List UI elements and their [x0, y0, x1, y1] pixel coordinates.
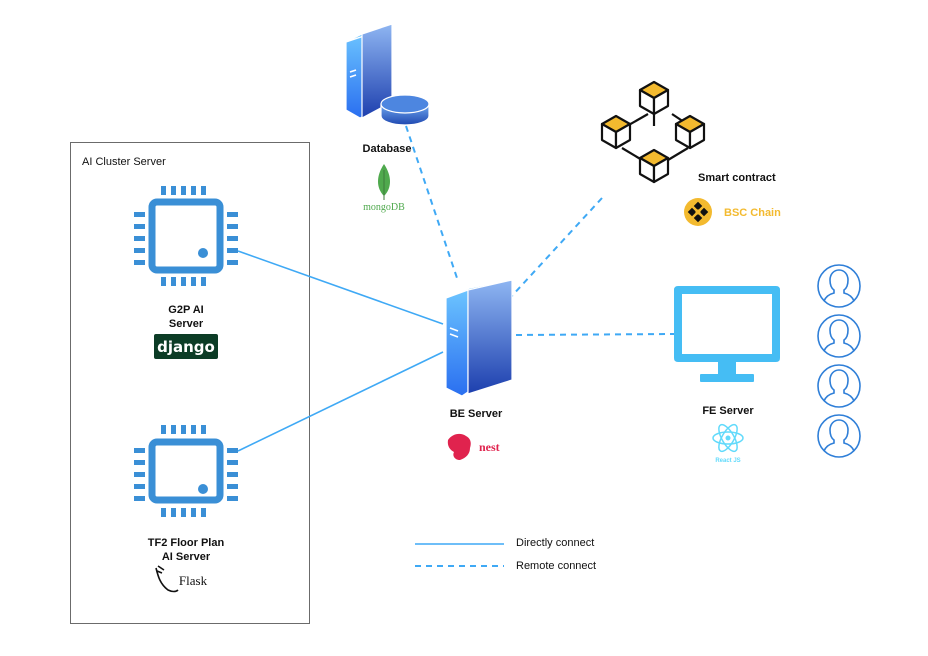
connection-tf2-be [237, 351, 444, 452]
monitor-icon [674, 286, 780, 382]
connection-g2p-be [237, 250, 444, 325]
be-server-icon [445, 279, 513, 397]
legend: Directly connect Remote connect [415, 537, 596, 572]
user-icon [817, 314, 861, 358]
user-icon [817, 264, 861, 308]
flask-text: Flask [179, 573, 208, 588]
mongodb-logo [378, 164, 390, 200]
mongodb-text: mongoDB [363, 202, 405, 213]
nestjs-text: nest [479, 440, 500, 454]
database-label: Database [363, 143, 412, 155]
tf2-label-line2: AI Server [162, 551, 211, 563]
connection-contract-be [509, 197, 603, 299]
bsc-chain-text: BSC Chain [724, 207, 781, 219]
django-text: django [157, 338, 215, 356]
react-text: React JS [715, 458, 740, 464]
g2p-chip-icon [134, 186, 238, 286]
django-badge [154, 334, 218, 359]
react-logo [712, 423, 744, 453]
connections [237, 125, 675, 452]
smart-contract-label: Smart contract [698, 172, 776, 184]
tf2-chip-icon [134, 425, 238, 517]
bsc-chain-logo [684, 198, 712, 226]
flask-logo [155, 565, 179, 593]
blockchain-icon [600, 80, 706, 184]
connection-be-fe [515, 333, 675, 336]
ai-cluster-title: AI Cluster Server [82, 156, 166, 168]
nestjs-logo [447, 433, 471, 460]
g2p-label-line1: G2P AI [168, 304, 203, 316]
be-server-label: BE Server [450, 408, 503, 420]
legend-direct-label: Directly connect [516, 537, 594, 549]
legend-remote-label: Remote connect [516, 560, 596, 572]
users-group [817, 264, 861, 458]
user-icon [817, 414, 861, 458]
user-icon [817, 364, 861, 408]
database-server-icon [345, 23, 430, 126]
tf2-label-line1: TF2 Floor Plan [148, 537, 225, 549]
g2p-label-line2: Server [169, 318, 204, 330]
connection-database-be [405, 125, 459, 282]
ai-cluster-box [70, 142, 310, 624]
fe-server-label: FE Server [702, 405, 754, 417]
